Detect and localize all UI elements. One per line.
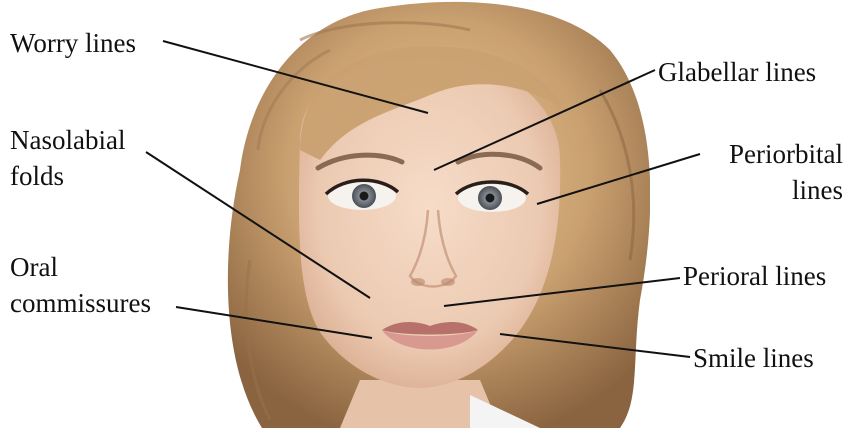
label-nasolabial-folds-line2: folds [10, 161, 64, 191]
label-glabellar-lines: Glabellar lines [658, 57, 816, 87]
label-oral-commissures-line1: Oral [10, 252, 58, 282]
label-oral-commissures-line2: commissures [10, 288, 151, 318]
label-smile-lines: Smile lines [693, 343, 814, 373]
label-worry-lines: Worry lines [10, 28, 136, 58]
face-photo [222, 0, 650, 428]
label-perioral-lines: Perioral lines [683, 261, 826, 291]
label-periorbital-lines-line2: lines [792, 175, 843, 205]
label-periorbital-lines-line1: Periorbital [729, 139, 843, 169]
label-nasolabial-folds-line1: Nasolabial [10, 125, 125, 155]
